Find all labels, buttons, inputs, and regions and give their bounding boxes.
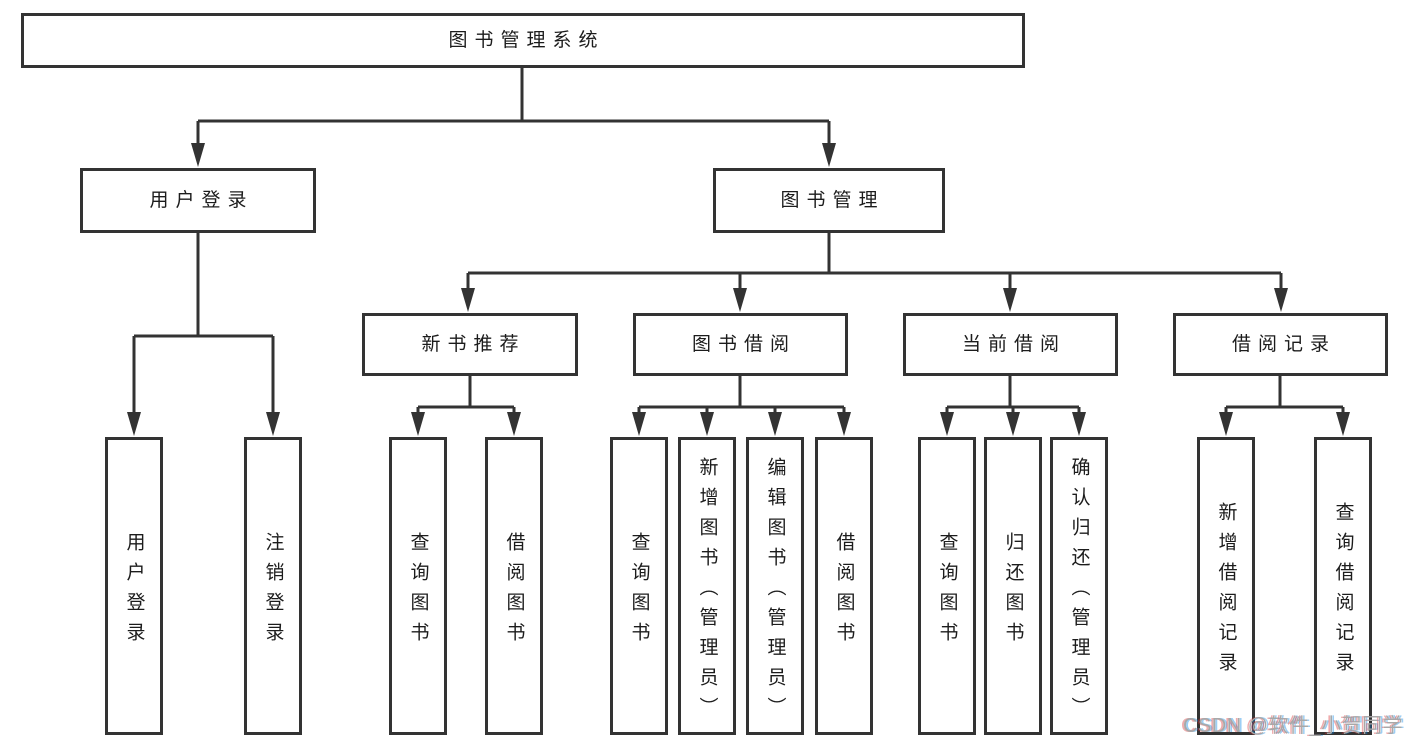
node-borrow-books-recommend: 借阅图书 (485, 437, 543, 735)
node-label: 借阅图书 (833, 531, 855, 652)
arrow-down-icon (632, 412, 646, 436)
node-label: 当前借阅 (961, 334, 1066, 355)
node-label: 新增图书（管理员） (696, 456, 718, 727)
connector-bookmgmt-to-level3 (466, 233, 1283, 293)
node-label: 归还图书 (1002, 531, 1024, 652)
arrow-down-icon (266, 412, 280, 436)
node-label: 新增借阅记录 (1215, 501, 1237, 682)
node-new-book-recommend: 新书推荐 (362, 313, 578, 376)
connector-root-to-level2 (196, 68, 831, 148)
node-label: 编辑图书（管理员） (764, 456, 786, 727)
node-add-books-admin: 新增图书（管理员） (678, 437, 736, 735)
connector-userlogin-to-leaves (132, 233, 275, 416)
node-label: 新书推荐 (421, 334, 526, 355)
node-label: 用户登录 (149, 190, 254, 211)
csdn-watermark: CSDN @软件_小贺同学 (1183, 715, 1404, 737)
node-label: 查询图书 (407, 531, 429, 652)
node-label: 图书管理 (780, 190, 885, 211)
connector-borrowrecord-to-leaves (1224, 376, 1345, 416)
arrow-down-icon (733, 288, 747, 312)
arrow-down-icon (461, 288, 475, 312)
node-label: 借阅图书 (503, 531, 525, 652)
node-return-books: 归还图书 (984, 437, 1042, 735)
arrow-down-icon (768, 412, 782, 436)
arrow-down-icon (507, 412, 521, 436)
node-logout: 注销登录 (244, 437, 302, 735)
connector-newbook-to-leaves (416, 376, 516, 416)
node-label: 借阅记录 (1231, 334, 1336, 355)
node-label: 图书借阅 (691, 334, 796, 355)
node-edit-books-admin: 编辑图书（管理员） (746, 437, 804, 735)
arrow-down-icon (1274, 288, 1288, 312)
node-label: 查询图书 (628, 531, 650, 652)
arrow-down-icon (1072, 412, 1086, 436)
arrow-down-icon (940, 412, 954, 436)
arrow-down-icon (1219, 412, 1233, 436)
node-query-books-borrow: 查询图书 (610, 437, 668, 735)
node-query-borrow-record: 查询借阅记录 (1314, 437, 1372, 735)
node-query-books-current: 查询图书 (918, 437, 976, 735)
node-library-management-system: 图书管理系统 (21, 13, 1025, 68)
node-label: 用户登录 (123, 531, 145, 652)
node-add-borrow-record: 新增借阅记录 (1197, 437, 1255, 735)
arrow-down-icon (1003, 288, 1017, 312)
node-borrow-books: 借阅图书 (815, 437, 873, 735)
node-user-login: 用户登录 (105, 437, 163, 735)
node-book-borrowing: 图书借阅 (633, 313, 848, 376)
node-confirm-return-admin: 确认归还（管理员） (1050, 437, 1108, 735)
arrow-down-icon (411, 412, 425, 436)
node-current-borrowing: 当前借阅 (903, 313, 1118, 376)
node-borrow-records: 借阅记录 (1173, 313, 1388, 376)
node-label: 查询图书 (936, 531, 958, 652)
arrow-down-icon (700, 412, 714, 436)
node-user-login-module: 用户登录 (80, 168, 316, 233)
arrow-down-icon (1006, 412, 1020, 436)
node-label: 注销登录 (262, 531, 284, 652)
arrow-down-icon (822, 143, 836, 167)
connector-currentborrow-to-leaves (945, 376, 1081, 416)
node-book-management: 图书管理 (713, 168, 945, 233)
arrow-down-icon (191, 143, 205, 167)
node-label: 确认归还（管理员） (1068, 456, 1090, 727)
node-query-books-recommend: 查询图书 (389, 437, 447, 735)
arrow-down-icon (127, 412, 141, 436)
node-label: 查询借阅记录 (1332, 501, 1354, 682)
arrow-down-icon (1336, 412, 1350, 436)
node-label: 图书管理系统 (448, 30, 605, 51)
arrow-down-icon (837, 412, 851, 436)
connector-bookborrow-to-leaves (637, 376, 846, 416)
